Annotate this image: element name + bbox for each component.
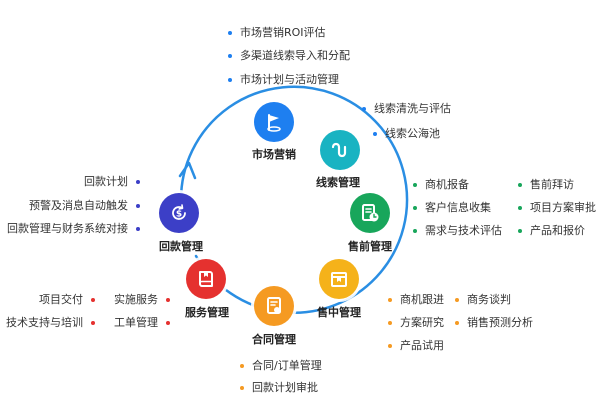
stage-contract-node [254,286,294,326]
bullet-dot [373,132,377,136]
bullet-dot [228,78,232,82]
link-icon [331,142,347,158]
bullet-item: 线索公海池 [373,127,440,141]
bullet-dot [136,227,140,231]
bullet-item: 合同/订单管理 [240,359,322,373]
bullet-item: 销售预测分析 [455,316,533,330]
bullet-dot [413,183,417,187]
bullet-dot [518,183,522,187]
certificate-icon [267,297,281,314]
bullet-item: 预警及消息自动触发 [29,199,140,213]
bullet-dot [518,206,522,210]
refund-icon: $ [172,204,186,220]
bullet-dot [166,298,170,302]
bullet-item: 产品和报价 [518,224,585,238]
bullet-item: 实施服务 [114,293,170,307]
bullet-item: 售前拜访 [518,178,574,192]
bullet-dot [413,229,417,233]
bullet-item: 商务谈判 [455,293,511,307]
bullet-item: 线索清洗与评估 [362,102,451,116]
bullet-item: 工单管理 [114,316,170,330]
bullet-dot [240,364,244,368]
stage-leads-node [320,130,360,170]
bullet-item: 商机跟进 [388,293,444,307]
bullet-dot [388,321,392,325]
stage-payment-node: $ [159,193,199,233]
bullet-item: 需求与技术评估 [413,224,502,238]
stage-payment-label: 回款管理 [159,240,203,253]
bullet-item: 多渠道线索导入和分配 [228,49,350,63]
bullet-item: 客户信息收集 [413,201,491,215]
bullet-item: 项目交付 [39,293,95,307]
flag-icon [267,114,281,132]
bullet-dot [455,298,459,302]
bullet-dot [388,298,392,302]
stage-presales-label: 售前管理 [348,240,392,253]
svg-text:$: $ [176,210,182,220]
bullet-item: 产品试用 [388,339,444,353]
bullet-dot [166,321,170,325]
bullet-dot [228,54,232,58]
bullet-dot [228,31,232,35]
bullet-dot [136,204,140,208]
stage-marketing-node [254,102,294,142]
bullet-dot [91,298,95,302]
bullet-item: 方案研究 [388,316,444,330]
bullet-item: 回款计划审批 [240,381,318,395]
bullet-dot [388,344,392,348]
bullet-dot [518,229,522,233]
bullet-item: 技术支持与培训 [6,316,95,330]
stage-leads-label: 线索管理 [316,176,360,189]
bullet-dot [136,180,140,184]
stage-insales-label: 售中管理 [317,306,361,319]
stage-presales-node [350,193,390,233]
bullet-dot [240,386,244,390]
bullet-dot [91,321,95,325]
bullet-item: 市场计划与活动管理 [228,73,339,87]
bullet-item: 回款管理与财务系统对接 [7,222,140,236]
stage-marketing-label: 市场营销 [252,148,296,161]
book-icon [199,271,213,287]
stage-contract-label: 合同管理 [252,333,296,346]
bullet-item: 回款计划 [84,175,140,189]
bullet-dot [455,321,459,325]
cycle-arrow-head [178,161,197,180]
stage-insales-node [319,259,359,299]
box-icon [331,272,347,287]
bullet-dot [362,107,366,111]
bullet-item: 项目方案审批 [518,201,596,215]
bullet-dot [413,206,417,210]
bullet-item: 市场营销ROI评估 [228,26,326,40]
stage-service-label: 服务管理 [185,306,229,319]
bullet-item: 商机报备 [413,178,469,192]
stage-service-node [186,259,226,299]
document-clock-icon [362,204,379,222]
